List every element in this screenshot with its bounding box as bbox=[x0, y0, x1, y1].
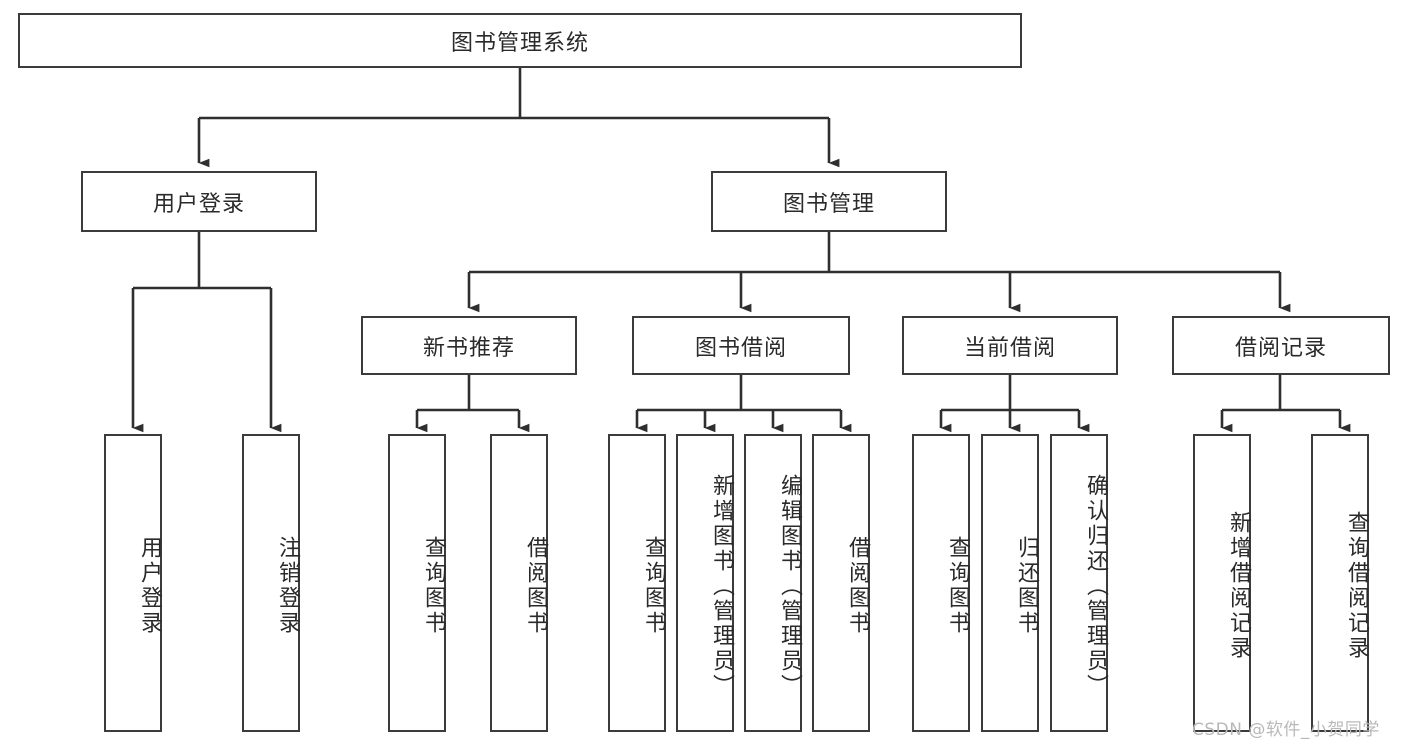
node-leaf-query-book-2[interactable]: 查询图书 bbox=[608, 434, 666, 732]
leaf-label: 用户登录 bbox=[137, 536, 162, 636]
node-leaf-confirm-return[interactable]: 确认归还（管理员） bbox=[1050, 434, 1108, 732]
node-leaf-edit-book[interactable]: 编辑图书（管理员） bbox=[744, 434, 802, 732]
node-current-borrow[interactable]: 当前借阅 bbox=[902, 316, 1118, 375]
node-leaf-return-book[interactable]: 归还图书 bbox=[981, 434, 1039, 732]
node-leaf-add-record[interactable]: 新增借阅记录 bbox=[1193, 434, 1251, 732]
node-borrow-record[interactable]: 借阅记录 bbox=[1172, 316, 1390, 375]
node-leaf-user-login[interactable]: 用户登录 bbox=[104, 434, 162, 732]
leaf-label: 查询借阅记录 bbox=[1344, 511, 1369, 661]
leaf-label: 确认归还（管理员） bbox=[1083, 473, 1108, 699]
leaf-label: 查询图书 bbox=[421, 536, 446, 636]
leaf-label: 编辑图书（管理员） bbox=[777, 473, 802, 699]
node-leaf-logout-login[interactable]: 注销登录 bbox=[242, 434, 300, 732]
node-user-login[interactable]: 用户登录 bbox=[81, 171, 317, 232]
node-book-manage[interactable]: 图书管理 bbox=[711, 171, 947, 232]
leaf-label: 注销登录 bbox=[275, 536, 300, 636]
leaf-label: 查询图书 bbox=[641, 536, 666, 636]
leaf-label: 借阅图书 bbox=[523, 536, 548, 636]
leaf-label: 查询图书 bbox=[945, 536, 970, 636]
node-leaf-add-book[interactable]: 新增图书（管理员） bbox=[676, 434, 734, 732]
leaf-label: 借阅图书 bbox=[845, 536, 870, 636]
node-book-borrow[interactable]: 图书借阅 bbox=[632, 316, 850, 375]
node-leaf-query-book-1[interactable]: 查询图书 bbox=[388, 434, 446, 732]
csdn-watermark: CSDN @软件_小贺同学 bbox=[1192, 720, 1380, 740]
leaf-label: 新增借阅记录 bbox=[1226, 511, 1251, 661]
node-new-book-recommend[interactable]: 新书推荐 bbox=[361, 316, 577, 375]
leaf-label: 新增图书（管理员） bbox=[709, 473, 734, 699]
leaf-label: 归还图书 bbox=[1014, 536, 1039, 636]
node-leaf-query-record[interactable]: 查询借阅记录 bbox=[1311, 434, 1369, 732]
node-leaf-borrow-book-2[interactable]: 借阅图书 bbox=[812, 434, 870, 732]
node-root-system[interactable]: 图书管理系统 bbox=[18, 13, 1022, 68]
node-leaf-query-book-3[interactable]: 查询图书 bbox=[912, 434, 970, 732]
node-leaf-borrow-book-1[interactable]: 借阅图书 bbox=[490, 434, 548, 732]
